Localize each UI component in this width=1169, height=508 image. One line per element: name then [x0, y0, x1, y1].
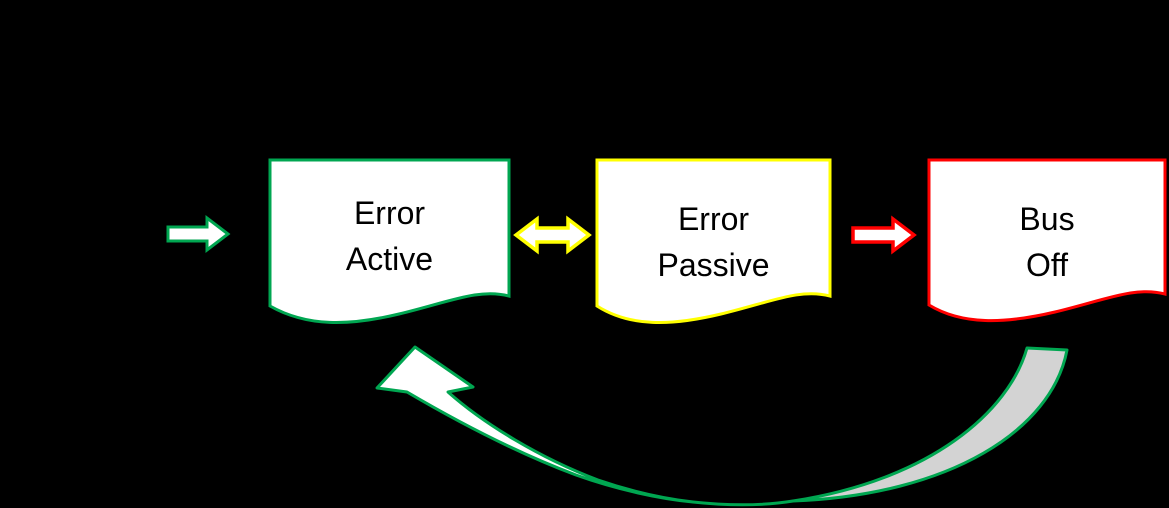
state-error-active-shape [268, 158, 511, 324]
busoff-to-active-curved-arrow [375, 345, 1069, 507]
double-arrow-shape [513, 215, 592, 255]
passive-to-busoff-arrow-shape [851, 215, 917, 255]
start-arrow [166, 214, 231, 254]
bus-off-document [927, 158, 1167, 323]
active-passive-double-arrow [513, 215, 592, 255]
start-arrow-shape [166, 214, 231, 254]
curved-arrow-connector-line [692, 499, 794, 507]
error-active-document [268, 158, 511, 324]
curved-arrow-front-ribbon [375, 345, 695, 504]
error-passive-document [595, 158, 832, 324]
passive-to-busoff-arrow [851, 215, 917, 255]
state-bus-off-shape [927, 158, 1167, 323]
state-error-passive-shape [595, 158, 832, 324]
curved-arrow-back-ribbon [791, 346, 1069, 503]
